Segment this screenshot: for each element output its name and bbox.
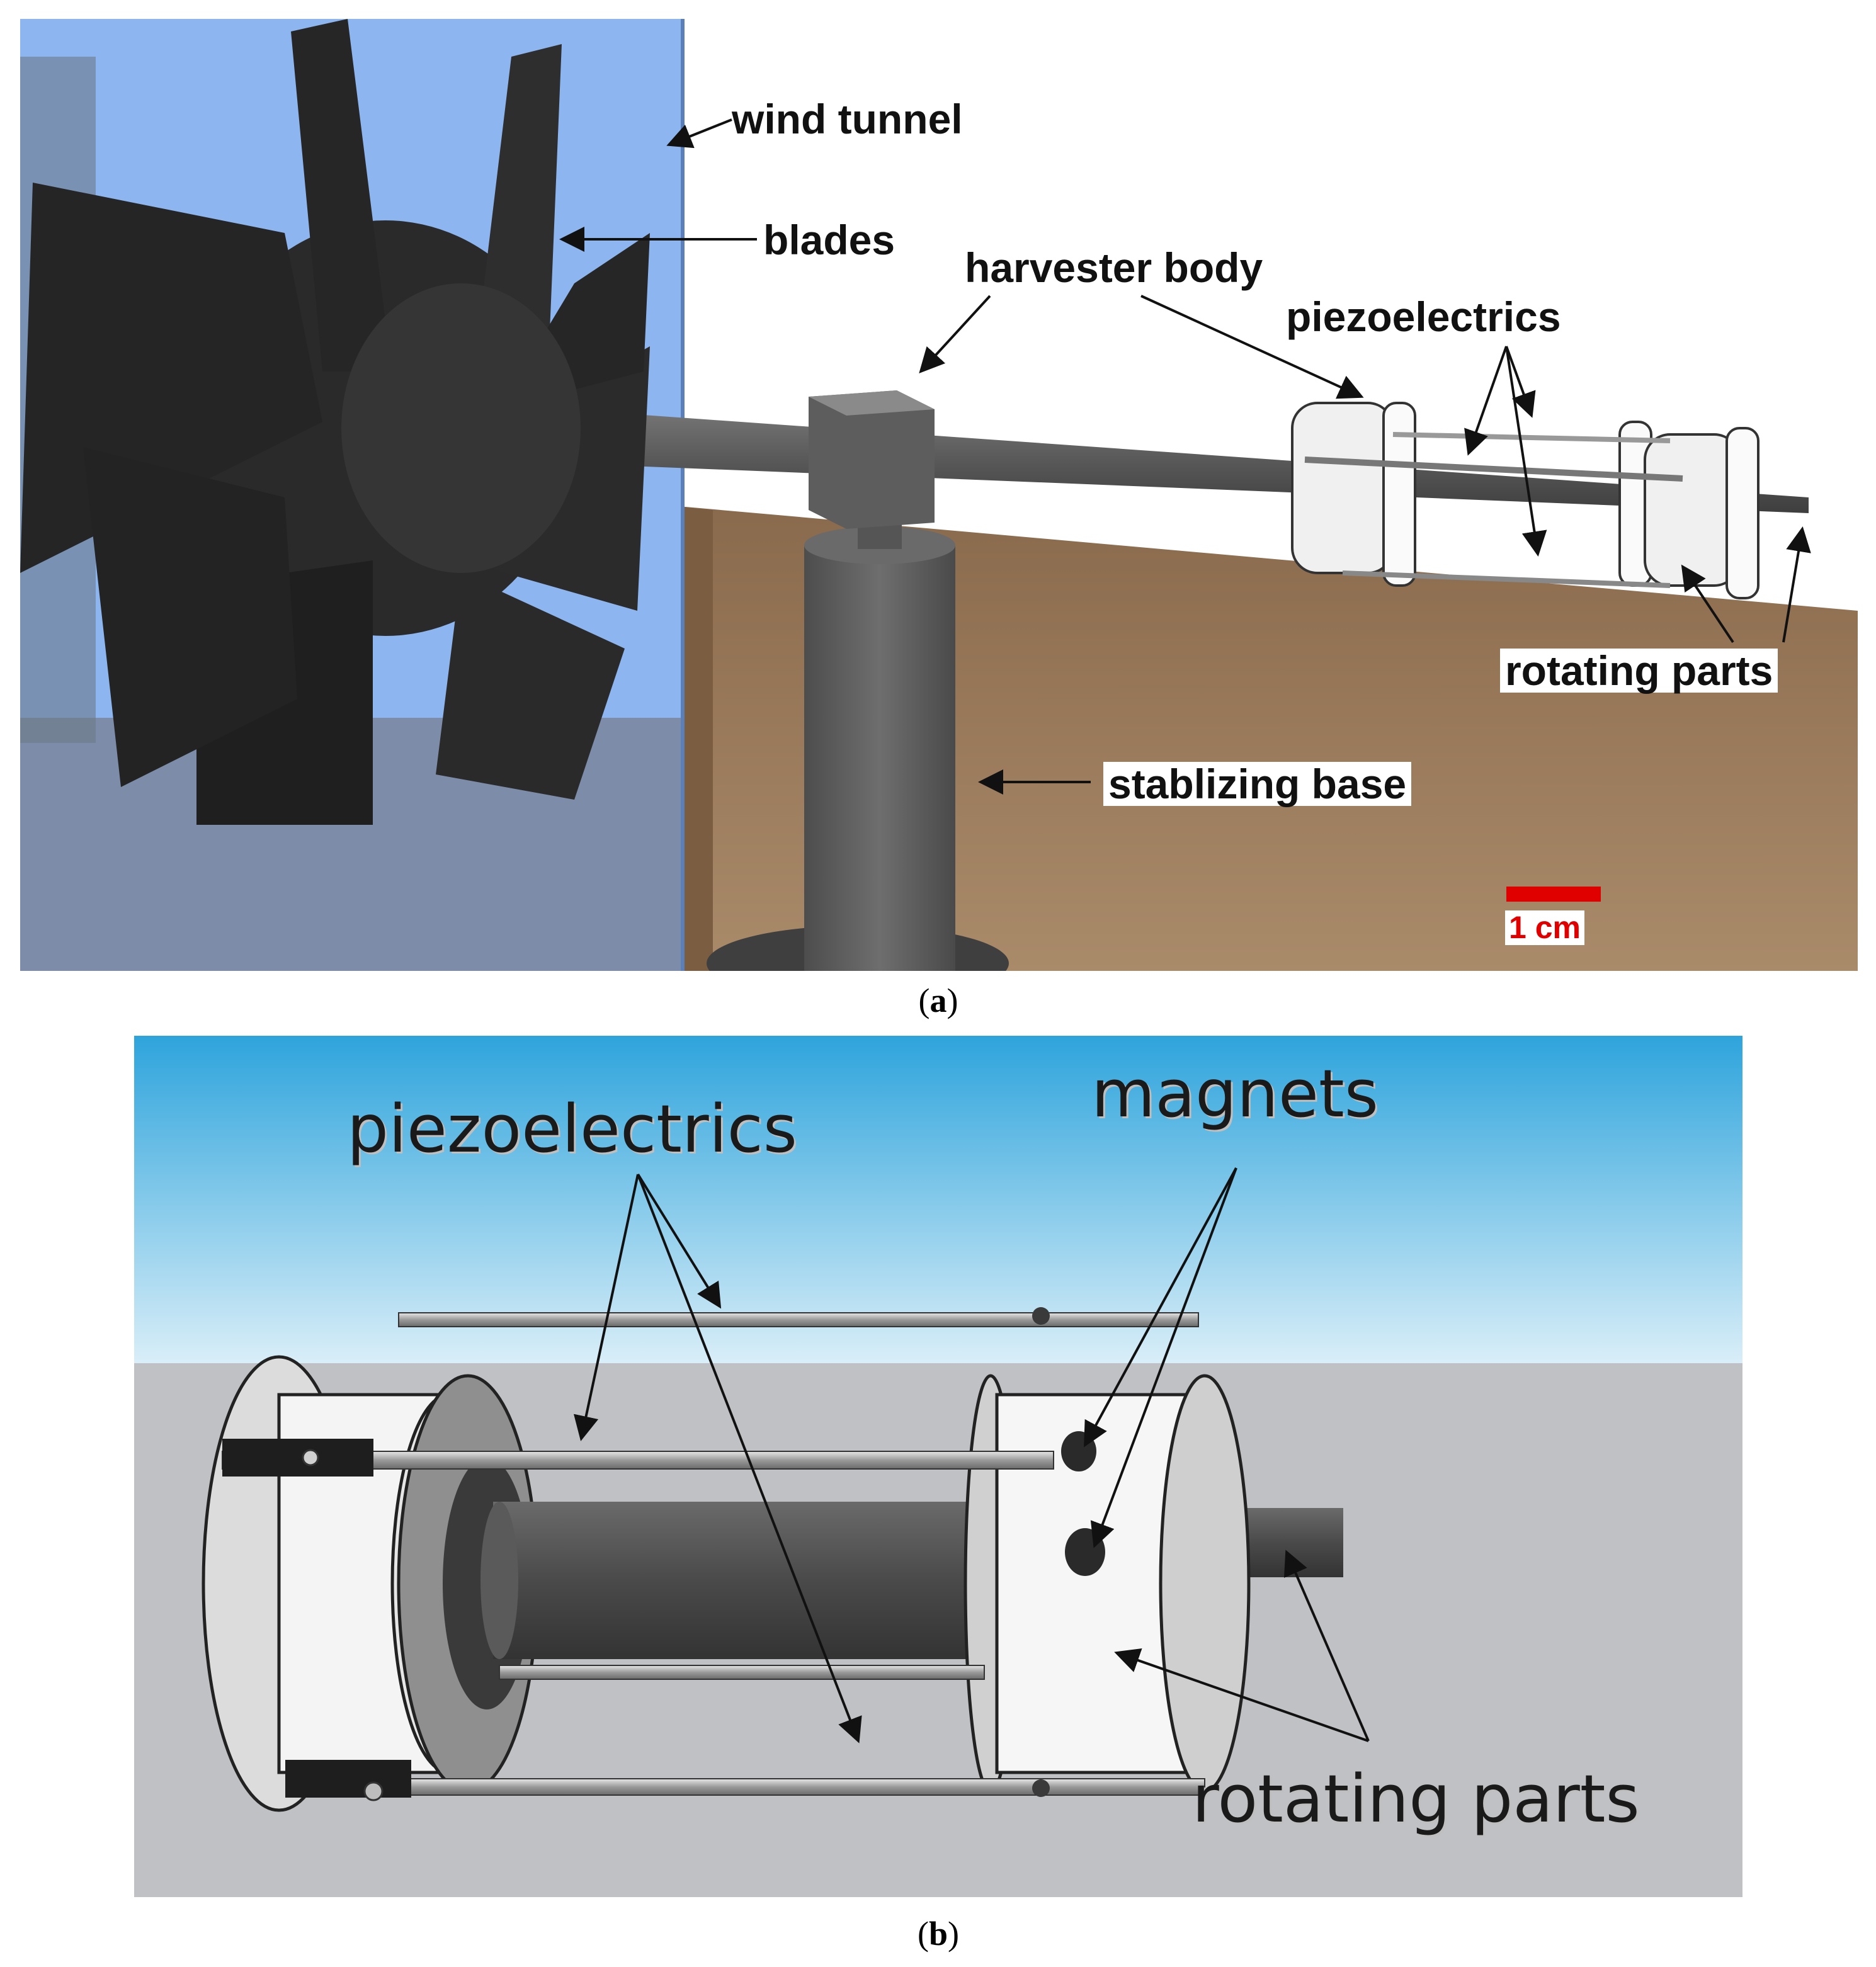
arrow-magnet-2	[1090, 1167, 1237, 1548]
caption-b: (b)	[917, 1915, 959, 1953]
panel-a-illustration	[20, 19, 1858, 971]
label-blades: blades	[763, 217, 895, 263]
panel-b-harvester: piezoelectrics magnets rotating parts	[134, 1036, 1742, 1897]
arrow-rotating-b-2	[1283, 1550, 1370, 1742]
piezo-strip-upper	[1392, 432, 1671, 443]
clamp-top	[222, 1439, 373, 1477]
label-piezoelectrics-a: piezoelectrics	[1286, 293, 1561, 340]
main-shaft	[474, 403, 1809, 513]
right-end-disk	[1159, 1374, 1251, 1793]
clamp-bottom	[285, 1760, 411, 1798]
magnet-upper	[1061, 1431, 1096, 1471]
arrow-magnet-1	[1084, 1167, 1237, 1448]
panel-a-setup: wind tunnel blades harvester body piezoe…	[20, 19, 1858, 971]
arrow-harvester-block	[919, 295, 991, 373]
label-rotating-parts-a: rotating parts	[1500, 649, 1778, 693]
scale-bar	[1506, 887, 1601, 902]
caption-a: (a)	[918, 982, 958, 1019]
arrow-piezo-2	[1505, 346, 1536, 418]
arrow-harvester-cage	[1140, 295, 1364, 399]
arrow-piezo-1	[1464, 346, 1508, 456]
piezo-rod-lower	[499, 1665, 985, 1680]
harvester-block	[809, 390, 935, 529]
label-stabilizing-base: stablizing base	[1103, 762, 1412, 806]
blades	[20, 19, 650, 825]
central-shaft	[493, 1502, 984, 1659]
panel-b-illustration	[134, 1036, 1742, 1897]
piezo-rod-top	[398, 1312, 1199, 1327]
label-harvester-body: harvester body	[965, 244, 1263, 291]
harvester-cage	[1291, 402, 1759, 599]
arrow-piezo-b-1	[573, 1174, 639, 1441]
piezo-strip-bottom	[1342, 570, 1671, 588]
stabilizing-base	[804, 545, 955, 971]
arrow-piezo-b-3	[637, 1174, 862, 1743]
piezo-rod-bottom	[291, 1778, 1205, 1796]
piezo-strip-top	[1304, 456, 1683, 482]
sky	[134, 1036, 1742, 1363]
arrow-piezo-3	[1505, 346, 1547, 557]
arrow-rotating-1	[1681, 564, 1734, 643]
arrow-wind-tunnel	[666, 118, 732, 149]
arrow-piezo-b-2	[637, 1173, 722, 1309]
label-magnets: magnets	[1091, 1055, 1379, 1132]
arrow-rotating-b-1	[1114, 1648, 1369, 1742]
scale-bar-label: 1 cm	[1505, 910, 1584, 945]
label-wind-tunnel: wind tunnel	[732, 96, 963, 142]
label-piezoelectrics-b: piezoelectrics	[347, 1091, 797, 1167]
screw-icon	[302, 1449, 319, 1466]
arrow-rotating-2	[1782, 526, 1811, 643]
label-rotating-parts-b: rotating parts	[1192, 1760, 1640, 1837]
